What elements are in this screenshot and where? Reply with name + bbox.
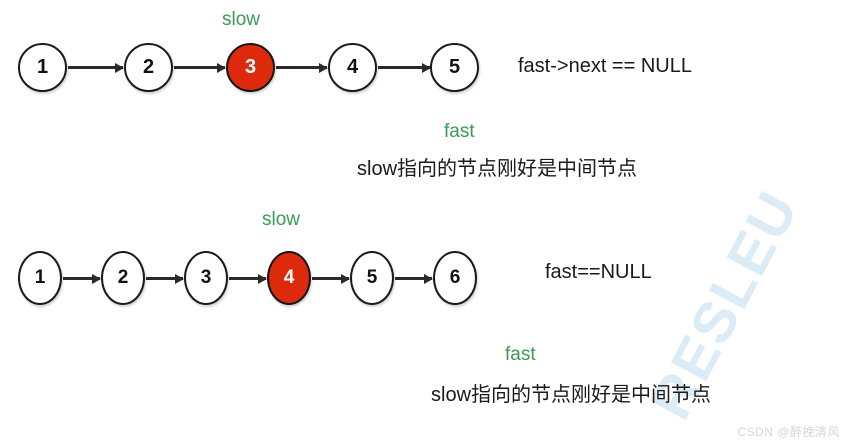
condition-text-two: fast==NULL	[545, 261, 652, 283]
linked-list-diagram-two: slow 1 2 3 4 5 6	[0, 200, 520, 340]
list-node: 3	[184, 251, 228, 305]
node-value: 2	[117, 267, 129, 288]
csdn-attribution-watermark: CSDN @醉挽清风	[737, 425, 840, 439]
node-value: 4	[346, 56, 359, 78]
list-node: 5	[430, 43, 479, 92]
fast-pointer-label-two: fast	[505, 344, 536, 365]
arrow-2-to-3	[146, 277, 183, 280]
node-value: 5	[366, 267, 378, 288]
arrow-2-to-3	[174, 66, 225, 69]
node-value: 1	[36, 56, 49, 78]
arrow-5-to-6	[395, 277, 432, 280]
node-value: 3	[200, 267, 212, 288]
fast-pointer-label-one: fast	[444, 121, 475, 142]
slow-pointer-label-two: slow	[262, 209, 301, 230]
linked-list-diagram-one: slow 1 2 3 4 5	[0, 0, 520, 180]
list-node: 6	[433, 251, 477, 305]
arrow-1-to-2	[63, 277, 100, 280]
node-value: 3	[244, 56, 257, 78]
list-node: 4	[328, 43, 377, 92]
list-node: 1	[18, 251, 62, 305]
list-node: 2	[124, 43, 173, 92]
list-node: 1	[18, 43, 67, 92]
caption-two: slow指向的节点刚好是中间节点	[431, 384, 712, 406]
arrow-3-to-4	[276, 66, 327, 69]
arrow-4-to-5	[312, 277, 349, 280]
node-value: 5	[448, 56, 461, 78]
list-node-highlighted: 3	[226, 43, 275, 92]
condition-text-one: fast->next == NULL	[518, 55, 692, 77]
list-node: 5	[350, 251, 394, 305]
node-value: 2	[142, 56, 155, 78]
node-value: 6	[449, 267, 461, 288]
list-node-highlighted: 4	[267, 251, 311, 305]
arrow-4-to-5	[378, 66, 430, 69]
node-value: 1	[34, 267, 46, 288]
arrow-1-to-2	[68, 66, 123, 69]
node-value: 4	[283, 267, 295, 288]
slow-pointer-label-one: slow	[222, 9, 261, 30]
caption-one: slow指向的节点刚好是中间节点	[357, 158, 638, 180]
list-node: 2	[101, 251, 145, 305]
arrow-3-to-4	[229, 277, 266, 280]
